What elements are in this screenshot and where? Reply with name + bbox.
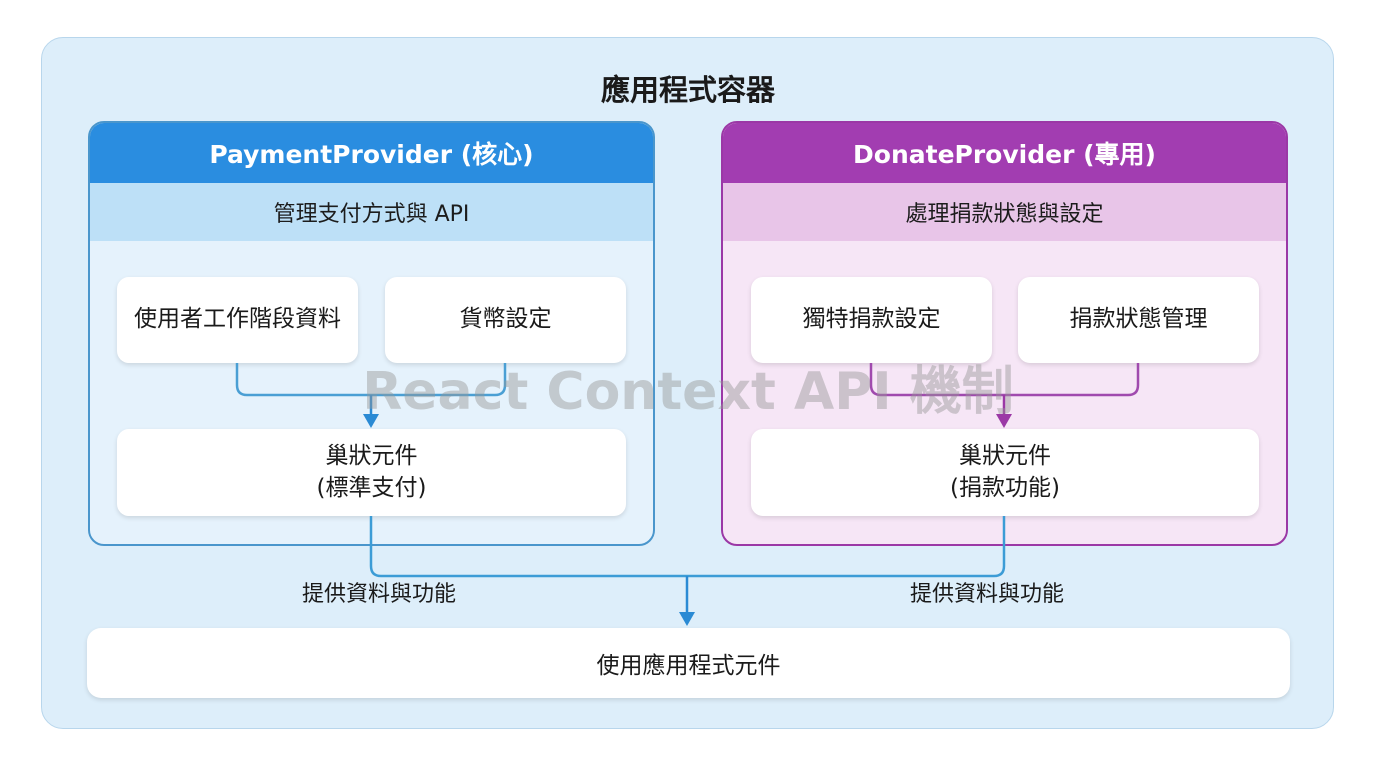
app-title: 應用程式容器 [600, 73, 775, 107]
user-session-data-card: 使用者工作階段資料 [117, 277, 358, 363]
currency-settings-card: 貨幣設定 [385, 277, 626, 363]
donate-provider-subtitle: 處理捐款狀態與設定 [723, 183, 1286, 241]
donation-state-management-card: 捐款狀態管理 [1018, 277, 1259, 363]
donate-provider-title: DonateProvider (專用) [723, 123, 1286, 183]
payment-flow-label: 提供資料與功能 [302, 582, 457, 607]
donate-nested-line2: (捐款功能) [950, 474, 1060, 501]
payment-nested-line1: 巢狀元件 [325, 443, 418, 470]
consumer-component-card: 使用應用程式元件 [87, 628, 1290, 698]
payment-nested-line2: (標準支付) [316, 474, 427, 501]
payment-nested-component-card: 巢狀元件 (標準支付) [117, 429, 626, 516]
payment-provider-title: PaymentProvider (核心) [90, 123, 653, 183]
payment-provider-subtitle: 管理支付方式與 API [90, 183, 653, 241]
donate-flow-label: 提供資料與功能 [910, 582, 1065, 607]
donate-nested-component-card: 巢狀元件 (捐款功能) [751, 429, 1259, 516]
unique-donation-settings-card: 獨特捐款設定 [751, 277, 992, 363]
donate-nested-line1: 巢狀元件 [959, 443, 1051, 470]
